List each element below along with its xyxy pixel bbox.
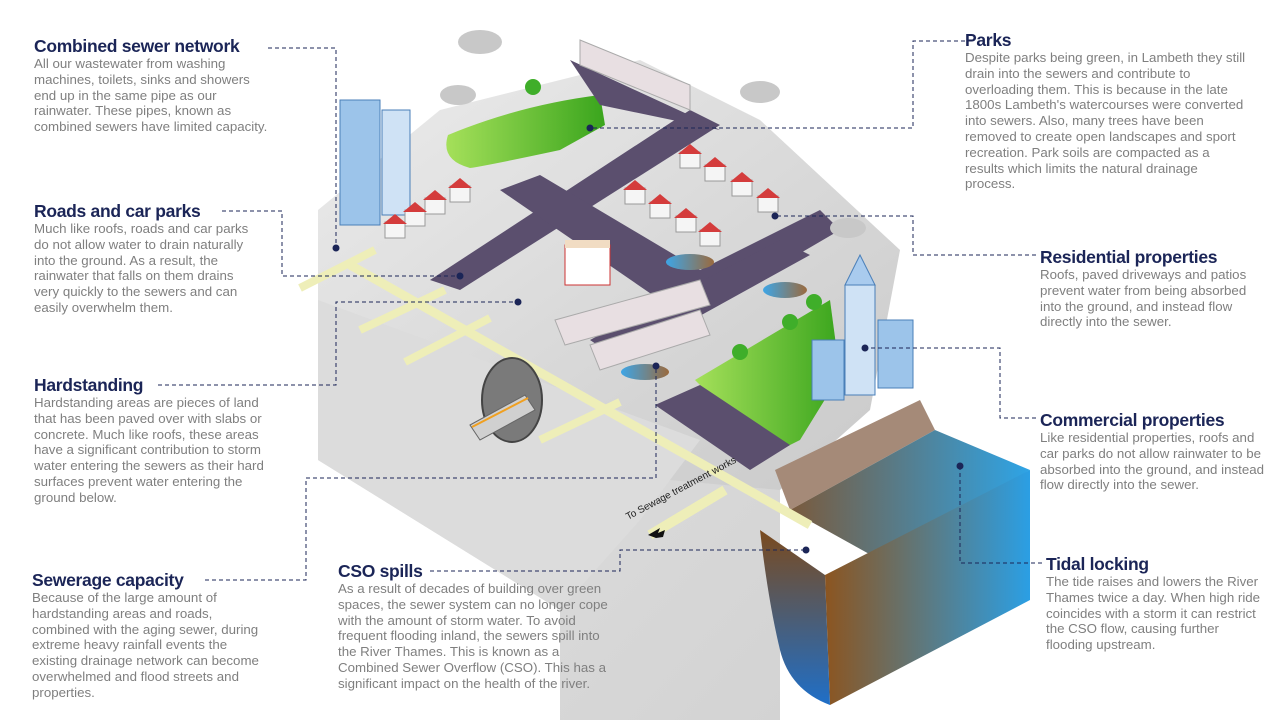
- callout-roads-and-car-parks: Roads and car parks Much like roofs, roa…: [34, 202, 259, 316]
- callout-parks: Parks Despite parks being green, in Lamb…: [965, 31, 1250, 192]
- river-side: [760, 530, 830, 705]
- commercial-tower-spire: [844, 253, 876, 286]
- callout-sewerage-capacity: Sewerage capacity Because of the large a…: [32, 571, 264, 701]
- callout-text: As a result of decades of building over …: [338, 581, 608, 691]
- river-top: [790, 430, 1030, 560]
- leader-lines: [158, 40, 1042, 581]
- river-front: [825, 470, 1030, 705]
- river-bank: [775, 400, 935, 510]
- tower-block-2: [381, 109, 411, 216]
- house-roofs: [383, 144, 780, 232]
- callout-tidal-locking: Tidal locking The tide raises and lowers…: [1046, 555, 1261, 653]
- commercial-block-2: [877, 319, 914, 389]
- houses: [384, 151, 779, 247]
- callout-text: Because of the large amount of hardstand…: [32, 590, 259, 700]
- school-roof: [565, 240, 610, 248]
- callout-text: All our wastewater from washing machines…: [34, 56, 268, 135]
- terrace-top: [579, 39, 691, 111]
- terrace-mid: [554, 279, 711, 346]
- callout-title: Commercial properties: [1040, 410, 1225, 430]
- train-stripe: [471, 397, 529, 428]
- train-icon: [469, 394, 536, 441]
- callout-commercial-properties: Commercial properties Like residential p…: [1040, 411, 1265, 493]
- callout-title: Combined sewer network: [34, 36, 240, 56]
- callout-title: Tidal locking: [1046, 554, 1149, 574]
- car-park-top: [570, 60, 720, 130]
- car-park-bottom: [655, 385, 790, 470]
- sewer-pipes: [298, 246, 813, 540]
- commercial-block: [811, 339, 845, 401]
- puddle: [666, 254, 714, 270]
- callout-cso-spills: CSO spills As a result of decades of bui…: [338, 562, 610, 692]
- callout-title: Roads and car parks: [34, 201, 201, 221]
- rain-clouds: [440, 30, 866, 238]
- callout-text: Much like roofs, roads and car parks do …: [34, 221, 249, 315]
- puddle: [621, 364, 669, 380]
- callout-title: CSO spills: [338, 561, 423, 581]
- tower-block: [339, 99, 381, 226]
- callout-text: Roofs, paved driveways and patios preven…: [1040, 267, 1247, 330]
- callout-text: Like residential properties, roofs and c…: [1040, 430, 1265, 493]
- puddle: [763, 282, 807, 298]
- callout-title: Sewerage capacity: [32, 570, 184, 590]
- callout-hardstanding: Hardstanding Hardstanding areas are piec…: [34, 376, 269, 506]
- ground-slab-front: [318, 300, 700, 610]
- trees: [525, 79, 822, 360]
- flow-arrow-icon: [648, 528, 665, 538]
- callout-text: Despite parks being green, in Lambeth th…: [965, 50, 1246, 192]
- school-building: [564, 244, 611, 286]
- callout-title: Residential properties: [1040, 247, 1218, 267]
- callout-text: The tide raises and lowers the River Tha…: [1046, 574, 1261, 653]
- park-top: [446, 95, 605, 168]
- terrace-mid-2: [589, 309, 711, 371]
- callout-residential-properties: Residential properties Roofs, paved driv…: [1040, 248, 1260, 330]
- leader-dots: [332, 124, 964, 554]
- commercial-tower: [844, 284, 876, 396]
- callout-title: Hardstanding: [34, 375, 144, 395]
- callout-title: Parks: [965, 30, 1012, 50]
- callout-combined-sewer-network: Combined sewer network All our wastewate…: [34, 37, 269, 135]
- callout-text: Hardstanding areas are pieces of land th…: [34, 395, 264, 505]
